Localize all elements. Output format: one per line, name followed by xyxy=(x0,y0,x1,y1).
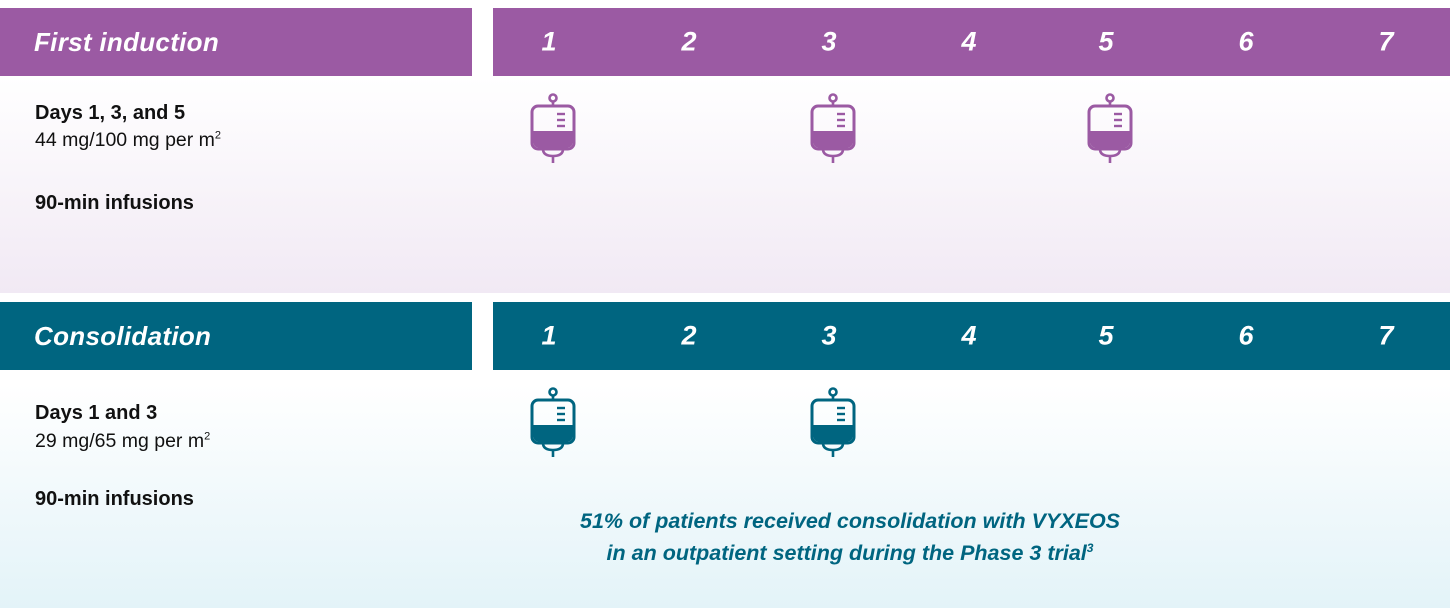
iv-bag-icon xyxy=(810,387,856,459)
induction-day-1: 1 xyxy=(541,26,557,57)
iv-bag-icon xyxy=(810,93,856,165)
consolidation-day-1: 1 xyxy=(541,320,557,351)
induction-day-6: 6 xyxy=(1238,26,1254,57)
iv-bag-icon xyxy=(530,387,576,459)
consolidation-day-3: 3 xyxy=(821,320,837,351)
induction-day-3: 3 xyxy=(821,26,837,57)
consolidation-dose-days: Days 1 and 3 xyxy=(35,402,158,424)
consolidation-infusion-label: 90-min infusions xyxy=(35,488,194,510)
outpatient-note-line-2: in an outpatient setting during the Phas… xyxy=(606,540,1094,565)
induction-day-5: 5 xyxy=(1098,26,1114,57)
consolidation-title: Consolidation xyxy=(34,320,212,351)
consolidation-day-4: 4 xyxy=(961,320,977,351)
consolidation-header: Consolidation xyxy=(0,302,472,370)
induction-day-4: 4 xyxy=(961,26,977,57)
induction-day-2: 2 xyxy=(681,26,697,57)
induction-days-bar: 1 2 3 4 5 6 7 xyxy=(493,8,1450,76)
induction-header: First induction xyxy=(0,8,472,76)
induction-dose-amount: 44 mg/100 mg per m2 xyxy=(35,129,222,151)
consolidation-dose-amount: 29 mg/65 mg per m2 xyxy=(35,430,211,452)
induction-dose-days: Days 1, 3, and 5 xyxy=(35,102,186,124)
consolidation-day-6: 6 xyxy=(1238,320,1254,351)
outpatient-note: 51% of patients received consolidation w… xyxy=(560,505,1140,569)
consolidation-day-7: 7 xyxy=(1378,320,1394,351)
consolidation-panel: Days 1 and 3 29 mg/65 mg per m2 90-min i… xyxy=(0,384,1450,608)
iv-bag-icon xyxy=(530,93,576,165)
induction-day-7: 7 xyxy=(1378,26,1394,57)
induction-infusion-label: 90-min infusions xyxy=(35,192,194,214)
induction-title: First induction xyxy=(34,26,220,57)
consolidation-day-5: 5 xyxy=(1098,320,1114,351)
induction-panel: Days 1, 3, and 5 44 mg/100 mg per m2 90-… xyxy=(0,77,1450,293)
outpatient-note-line-1: 51% of patients received consolidation w… xyxy=(579,509,1121,533)
iv-bag-icon xyxy=(1087,93,1133,165)
consolidation-day-2: 2 xyxy=(681,320,697,351)
consolidation-days-bar: 1 2 3 4 5 6 7 xyxy=(493,302,1450,370)
